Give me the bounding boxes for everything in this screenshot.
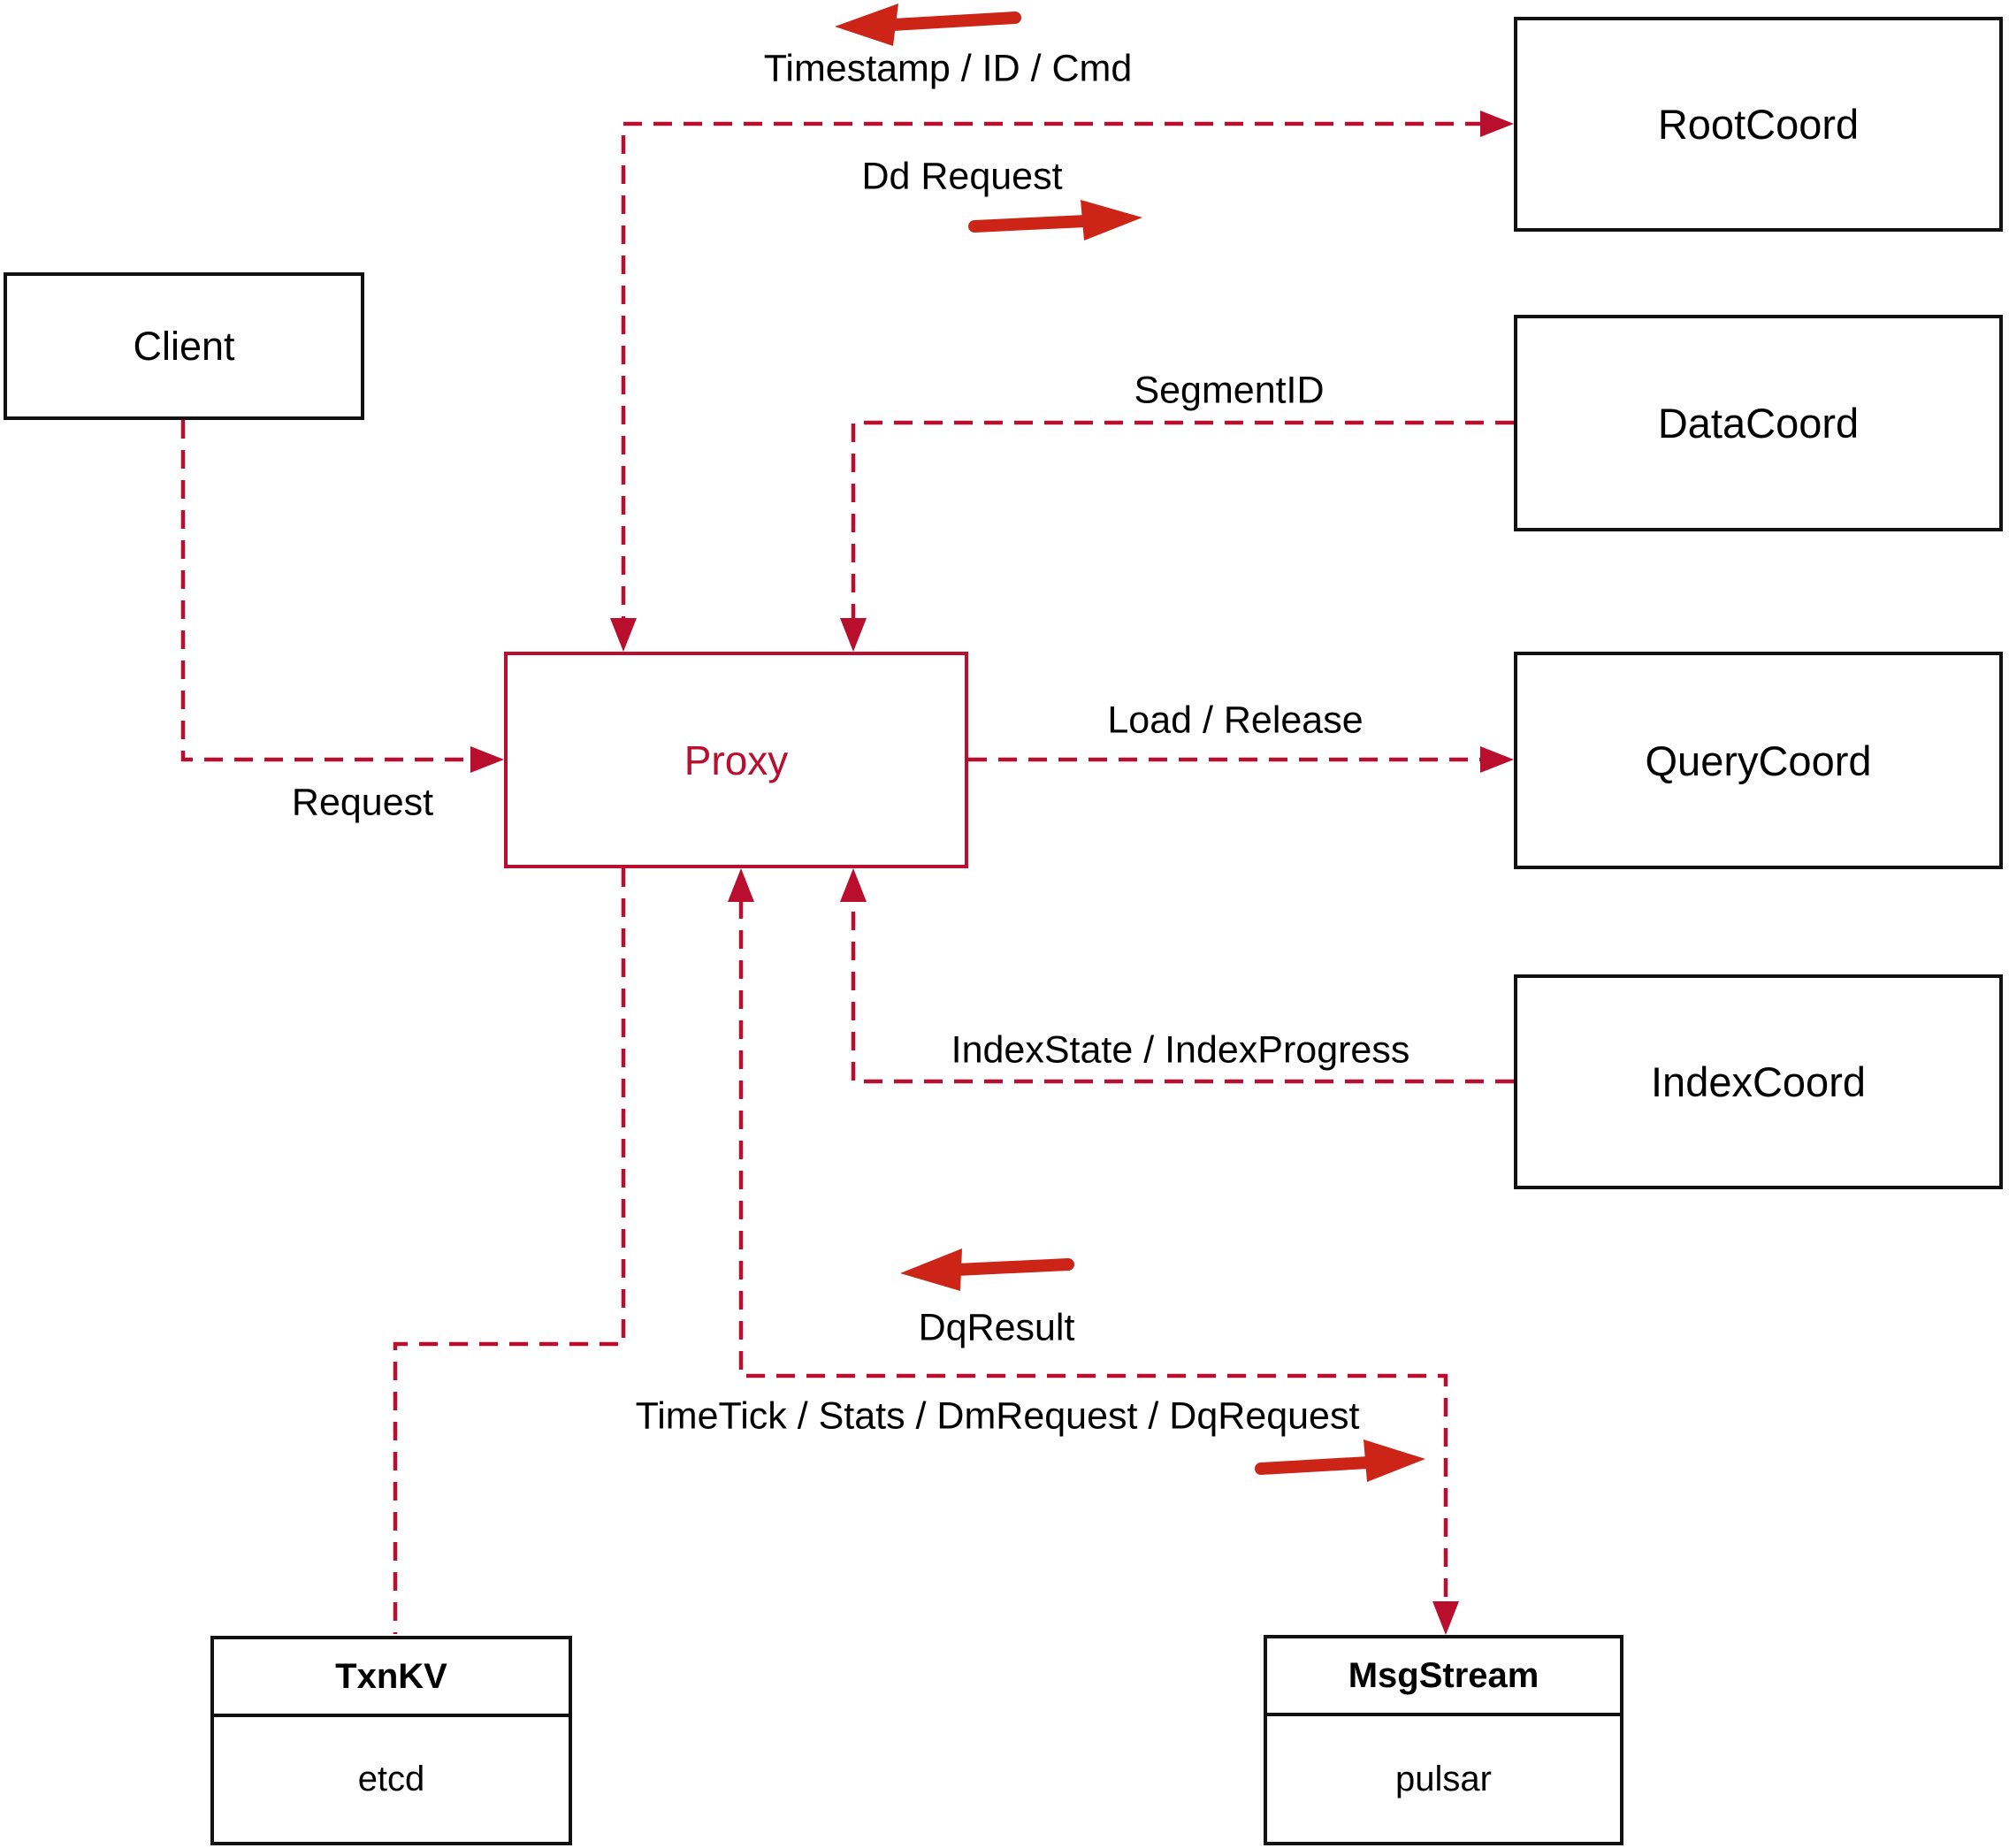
node-rootcoord-label: RootCoord xyxy=(1657,101,1860,148)
edge-label-segment-id: SegmentID xyxy=(1134,369,1325,412)
node-indexcoord-label: IndexCoord xyxy=(1651,1058,1866,1105)
node-querycoord: QueryCoord xyxy=(1514,652,2003,869)
node-client-label: Client xyxy=(133,323,235,369)
node-querycoord-label: QueryCoord xyxy=(1645,737,1872,784)
connector-load-release xyxy=(968,746,1514,773)
connector-request xyxy=(180,420,504,773)
connector-msgstream xyxy=(728,868,1459,1635)
node-datacoord: DataCoord xyxy=(1514,315,2003,531)
node-proxy-label: Proxy xyxy=(684,737,789,783)
node-rootcoord: RootCoord xyxy=(1514,17,2003,232)
flow-left-arrow-icon xyxy=(900,1249,1074,1291)
edge-label-timestamp: Timestamp / ID / Cmd xyxy=(763,47,1133,90)
node-client: Client xyxy=(4,272,364,420)
edge-label-dq-result: DqResult xyxy=(918,1306,1075,1349)
node-indexcoord: IndexCoord xyxy=(1514,974,2003,1189)
edge-label-time-tick: TimeTick / Stats / DmRequest / DqRequest xyxy=(635,1394,1360,1438)
node-proxy: Proxy xyxy=(504,652,968,868)
edge-label-dd-request: Dd Request xyxy=(861,155,1063,198)
node-msgstream-title: MsgStream xyxy=(1267,1638,1620,1716)
connector-txnkv xyxy=(393,868,626,1634)
node-txnkv-subtitle: etcd xyxy=(357,1760,425,1798)
node-msgstream: MsgStream pulsar xyxy=(1264,1635,1623,1845)
flow-right-arrow-icon xyxy=(1255,1439,1425,1482)
node-datacoord-label: DataCoord xyxy=(1657,400,1860,447)
edge-label-request: Request xyxy=(291,781,434,824)
connector-index-state xyxy=(840,868,1514,1084)
connector-segment-id xyxy=(840,420,1514,652)
flow-right-arrow-icon xyxy=(968,200,1142,241)
connector-timestamp-id-cmd xyxy=(610,111,1514,652)
edge-label-load-release: Load / Release xyxy=(1107,699,1364,742)
node-txnkv-title: TxnKV xyxy=(214,1639,569,1717)
edge-label-index-state: IndexState / IndexProgress xyxy=(951,1028,1410,1072)
node-txnkv: TxnKV etcd xyxy=(210,1636,572,1845)
node-msgstream-subtitle: pulsar xyxy=(1395,1759,1492,1798)
flow-left-arrow-icon xyxy=(835,4,1021,46)
